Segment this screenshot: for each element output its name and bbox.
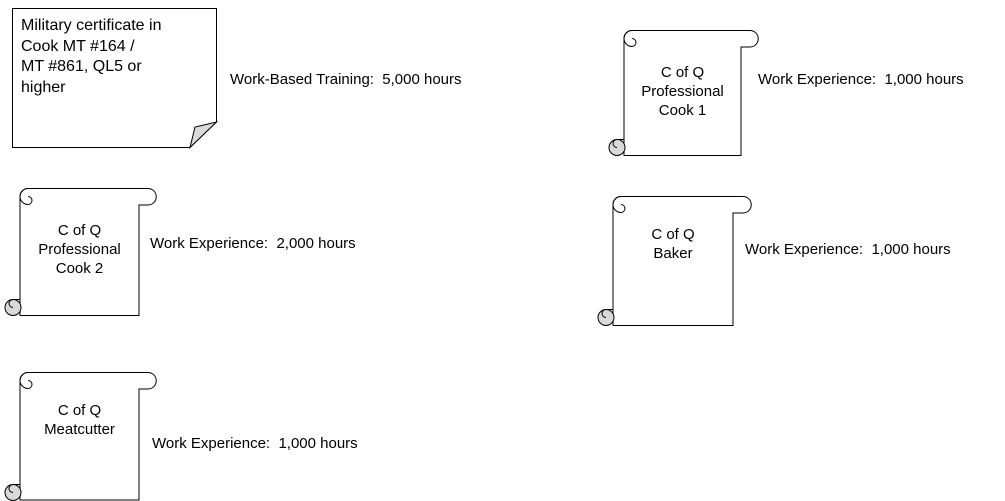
scroll-shape bbox=[608, 30, 759, 156]
cook1-scroll-node: C of Q Professional Cook 1 bbox=[608, 27, 759, 157]
cook2-requirement-label: Work Experience: 2,000 hours bbox=[150, 235, 356, 252]
military-certificate-label: Military certificate in Cook MT #164 / M… bbox=[21, 17, 162, 96]
baker-requirement-label: Work Experience: 1,000 hours bbox=[745, 241, 951, 258]
document-folded-corner-shape bbox=[12, 8, 219, 150]
military-certificate-node: Military certificate in Cook MT #164 / M… bbox=[12, 8, 219, 150]
baker-label: C of Q Baker bbox=[651, 226, 695, 262]
cook1-label: C of Q Professional Cook 1 bbox=[641, 64, 724, 119]
military-requirement-label: Work-Based Training: 5,000 hours bbox=[230, 71, 462, 88]
meatcutter-requirement-label: Work Experience: 1,000 hours bbox=[152, 435, 358, 452]
scroll-shape bbox=[597, 196, 752, 326]
scroll-shape bbox=[4, 188, 157, 316]
meatcutter-scroll-node: C of Q Meatcutter bbox=[4, 369, 157, 501]
cook2-scroll-node: C of Q Professional Cook 2 bbox=[4, 185, 157, 317]
scroll-shape bbox=[4, 372, 157, 501]
baker-scroll-node: C of Q Baker bbox=[597, 193, 752, 328]
meatcutter-label: C of Q Meatcutter bbox=[44, 402, 115, 438]
cook1-requirement-label: Work Experience: 1,000 hours bbox=[758, 71, 964, 88]
cook2-label: C of Q Professional Cook 2 bbox=[38, 222, 121, 277]
